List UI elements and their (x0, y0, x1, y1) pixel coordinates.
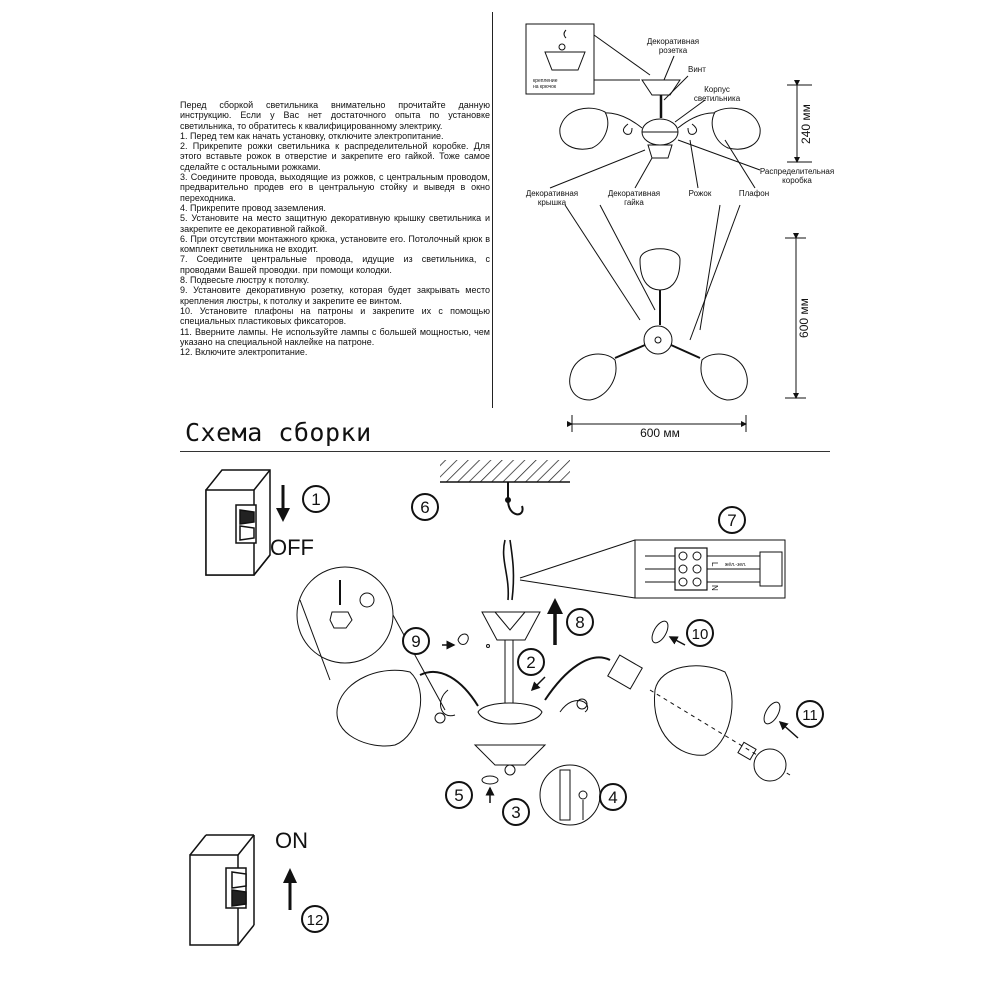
bulb-icon (753, 748, 787, 782)
instruction-step-6: 6. При отсутствии монтажного крюка, уста… (180, 233, 490, 255)
label-kryshka-1: Декоративная (526, 189, 578, 198)
instruction-step-9: 9. Установите декоративную розетку, кото… (180, 285, 490, 306)
switch-off (205, 469, 271, 576)
step-num-5: 5 (454, 786, 463, 805)
instruction-step-4: 4. Прикрепите провод заземления. (180, 202, 326, 213)
label-raspr-1: Распределительная (760, 167, 834, 176)
shade-right (711, 107, 761, 150)
step-marker-1 (302, 485, 330, 513)
distribution-box (477, 702, 543, 725)
step-num-12: 12 (307, 912, 324, 929)
vertical-divider (492, 12, 494, 408)
instruction-step-12: 12. Включите электропитание. (180, 347, 308, 358)
shade-bottom-right (700, 353, 748, 401)
chandelier-top-view (564, 204, 806, 432)
wire-ground: жёл.-зел. (725, 562, 746, 568)
step-marker-8 (566, 608, 594, 636)
step-marker-11 (796, 700, 824, 728)
instruction-step-2: 2. Прикрепите рожки светильника к распре… (180, 141, 490, 172)
step-marker-10 (686, 619, 714, 647)
dim-diameter-horizontal: 600 мм (640, 426, 680, 440)
step-num-7: 7 (727, 511, 736, 530)
step-marker-7 (718, 506, 746, 534)
label-raspr-2: коробка (782, 176, 812, 185)
step-num-6: 6 (420, 498, 429, 517)
dim-height: 240 мм (799, 104, 813, 144)
label-vint: Винт (688, 65, 706, 74)
chandelier-side-view (525, 23, 812, 189)
label-korpus-1: Корпус (704, 85, 730, 94)
center-body (643, 325, 673, 355)
label-rozetka-1: Декоративная (647, 37, 699, 46)
label-kryshka-2: крышка (538, 198, 567, 207)
instruction-step-1: 1. Перед тем как начать установку, отклю… (180, 130, 444, 141)
step-num-9: 9 (411, 632, 420, 651)
decor-cover (473, 744, 547, 766)
step-marker-12 (301, 905, 329, 933)
step-num-3: 3 (511, 803, 520, 822)
step-numbers: 1 2 3 4 5 6 7 8 9 10 11 12 (307, 490, 818, 929)
central-rod (504, 639, 514, 711)
label-hook-2: на крючок (533, 84, 557, 90)
switch-off-label: OFF (270, 535, 314, 560)
step-num-11: 11 (802, 707, 818, 724)
switch-on (189, 834, 255, 946)
assembly-arrows (442, 598, 799, 803)
label-hook-1: крепление (533, 78, 558, 84)
wire-l: L (710, 562, 719, 567)
scheme-title: Схема сборки (185, 418, 372, 447)
label-gayka-2: гайка (624, 198, 644, 207)
step-marker-5 (445, 781, 473, 809)
wire-n: N (710, 585, 719, 591)
instruction-step-10: 10. Установите плафоны на патроны и закр… (180, 305, 490, 327)
shade-bottom-left (569, 353, 617, 401)
decor-rosette (641, 79, 681, 96)
label-korpus-2: светильника (694, 94, 741, 103)
label-plafon: Плафон (739, 189, 769, 198)
instruction-step-8: 8. Подвесьте люстру к потолку. (180, 275, 310, 286)
step-marker-4 (599, 783, 627, 811)
instructions-intro: Перед сборкой светильника внимательно пр… (180, 100, 490, 131)
assembly-exploded (296, 539, 791, 826)
step-num-1: 1 (311, 490, 320, 509)
instruction-step-11: 11. Вверните лампы. Не используйте лампы… (180, 326, 490, 347)
instruction-step-5: 5. Установите на место защитную декорати… (180, 213, 490, 234)
hook-icon (505, 482, 524, 516)
magnifier-ground (296, 566, 394, 664)
arrow-up (283, 868, 297, 910)
horizontal-divider (180, 451, 830, 453)
shade-top (639, 248, 681, 291)
step-markers (301, 485, 824, 933)
instructions-text: Перед сборкой светильника внимательно пр… (180, 100, 490, 357)
ceiling (440, 460, 570, 483)
step-num-10: 10 (692, 626, 709, 643)
rosette-cup (481, 611, 541, 641)
shade-left (559, 107, 609, 150)
dim-diameter-vertical: 600 мм (797, 298, 811, 338)
step-marker-9 (402, 627, 430, 655)
step-num-8: 8 (575, 613, 584, 632)
arrow-down (276, 485, 290, 522)
step-num-2: 2 (526, 653, 535, 672)
instruction-step-7: 7. Соедините центральные провода, идущие… (180, 254, 490, 275)
label-rozetka-2: розетка (659, 46, 688, 55)
step-marker-6 (411, 493, 439, 521)
switch-on-label: ON (275, 828, 308, 853)
step-num-4: 4 (608, 788, 617, 807)
label-gayka-1: Декоративная (608, 189, 660, 198)
shade-left-exploded (336, 669, 422, 747)
shade-right-exploded (653, 665, 733, 756)
wiring-block (519, 539, 786, 599)
label-rozhok: Рожок (689, 189, 712, 198)
instruction-step-3: 3. Соедините провода, выходящие из рожко… (180, 172, 490, 203)
step-marker-2 (517, 648, 545, 676)
step-marker-3 (502, 798, 530, 826)
